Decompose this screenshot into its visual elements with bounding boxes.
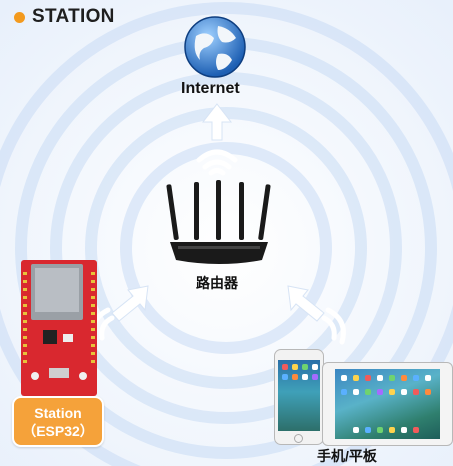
router-label: 路由器 [196,275,238,291]
tablet-icon [322,362,453,446]
bullet-dot-icon [14,11,25,23]
station-label-line2: （ESP32） [22,422,94,439]
router-icon [166,180,271,264]
globe-icon [184,16,246,78]
esp32-board-icon [21,260,97,396]
tablet-screen [335,369,440,439]
arrow-station-to-router [111,285,149,322]
internet-label: Internet [181,80,240,97]
arrow-mobile-to-router [287,285,325,322]
arrow-router-to-internet [201,103,233,141]
diagram-header: STATION [14,6,115,28]
wifi-icon-mobile [321,307,346,345]
mobile-label: 手机/平板 [317,448,377,464]
station-badge: Station （ESP32） [12,396,104,447]
phone-icon [274,349,324,445]
station-label-line1: Station [34,404,82,421]
diagram-title: STATION [32,6,115,27]
home-button-icon [294,434,303,443]
wifi-icon [196,149,238,176]
phone-screen [278,360,320,431]
